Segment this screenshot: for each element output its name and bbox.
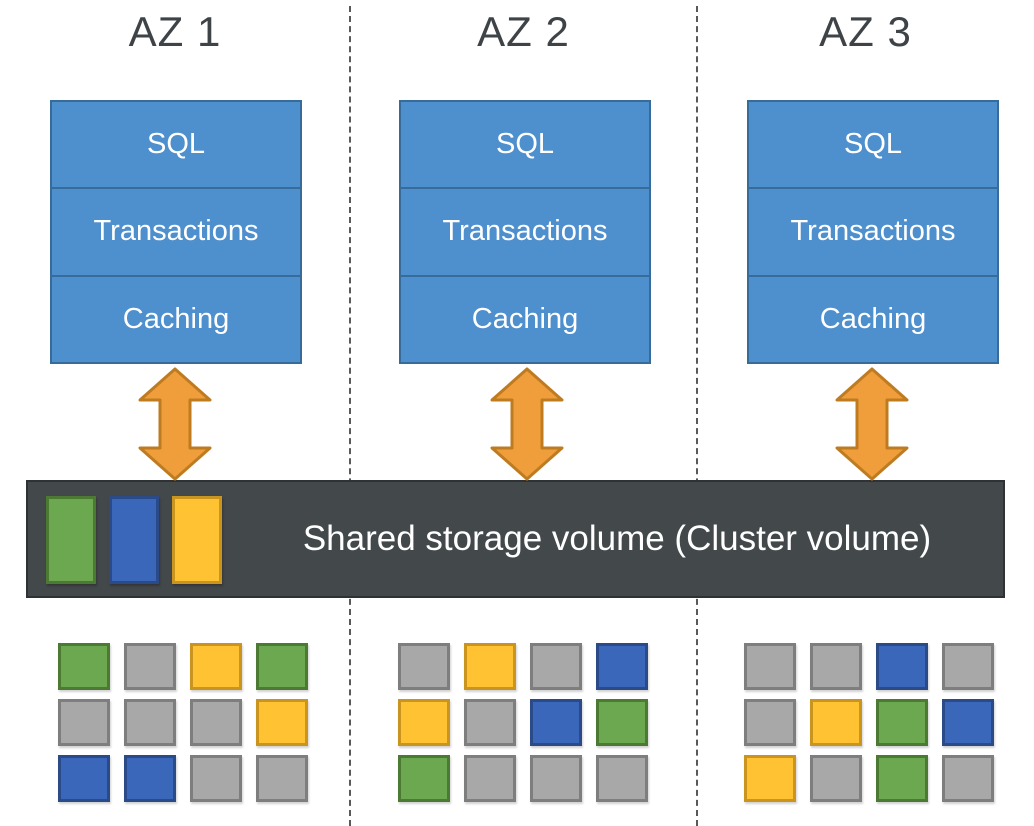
data-block-gray [58,699,110,746]
data-block-gray [810,755,862,802]
transactions-layer: Transactions [399,187,651,277]
data-block-gray [464,755,516,802]
data-block-gray [810,643,862,690]
data-block-green [596,699,648,746]
az2-instance-stack: SQL Transactions Caching [399,100,651,364]
az-divider-line [696,6,698,826]
bidirectional-arrow-icon [835,367,909,481]
az2-title: AZ 2 [477,8,570,55]
data-block-gray [530,643,582,690]
data-block-gray [464,699,516,746]
data-block-green [876,699,928,746]
caching-layer: Caching [399,274,651,364]
az-divider-line [349,6,351,826]
sql-layer: SQL [747,100,999,190]
data-block-yellow [464,643,516,690]
storage-segments [46,496,222,584]
az3-data-copies-grid [744,643,994,802]
storage-segment-blue [109,496,159,584]
data-block-yellow [810,699,862,746]
data-block-gray [190,755,242,802]
data-block-green [876,755,928,802]
data-block-blue [596,643,648,690]
az1-instance-stack: SQL Transactions Caching [50,100,302,364]
data-block-gray [124,699,176,746]
data-block-gray [530,755,582,802]
az1-title: AZ 1 [128,8,222,55]
data-block-yellow [190,643,242,690]
caching-layer: Caching [747,274,999,364]
data-block-blue [58,755,110,802]
storage-segment-yellow [172,496,222,584]
sql-layer: SQL [50,100,302,190]
data-block-gray [596,755,648,802]
shared-storage-volume-band: Shared storage volume (Cluster volume) [26,480,1005,598]
storage-segment-green [46,496,96,584]
data-block-yellow [398,699,450,746]
shared-storage-label: Shared storage volume (Cluster volume) [302,519,932,558]
data-block-yellow [744,755,796,802]
data-block-gray [124,643,176,690]
az2-data-copies-grid [398,643,648,802]
az3-title: AZ 3 [819,8,912,55]
az3-instance-stack: SQL Transactions Caching [747,100,999,364]
transactions-layer: Transactions [50,187,302,277]
data-block-gray [942,643,994,690]
data-block-blue [876,643,928,690]
transactions-layer: Transactions [747,187,999,277]
caching-layer: Caching [50,274,302,364]
data-block-blue [942,699,994,746]
data-block-green [58,643,110,690]
data-block-gray [256,755,308,802]
az1-data-copies-grid [58,643,308,802]
data-block-gray [744,699,796,746]
data-block-yellow [256,699,308,746]
data-block-green [256,643,308,690]
sql-layer: SQL [399,100,651,190]
bidirectional-arrow-icon [490,367,564,481]
data-block-blue [530,699,582,746]
data-block-gray [942,755,994,802]
data-block-blue [124,755,176,802]
data-block-gray [190,699,242,746]
bidirectional-arrow-icon [138,367,212,481]
data-block-gray [398,643,450,690]
data-block-gray [744,643,796,690]
data-block-green [398,755,450,802]
